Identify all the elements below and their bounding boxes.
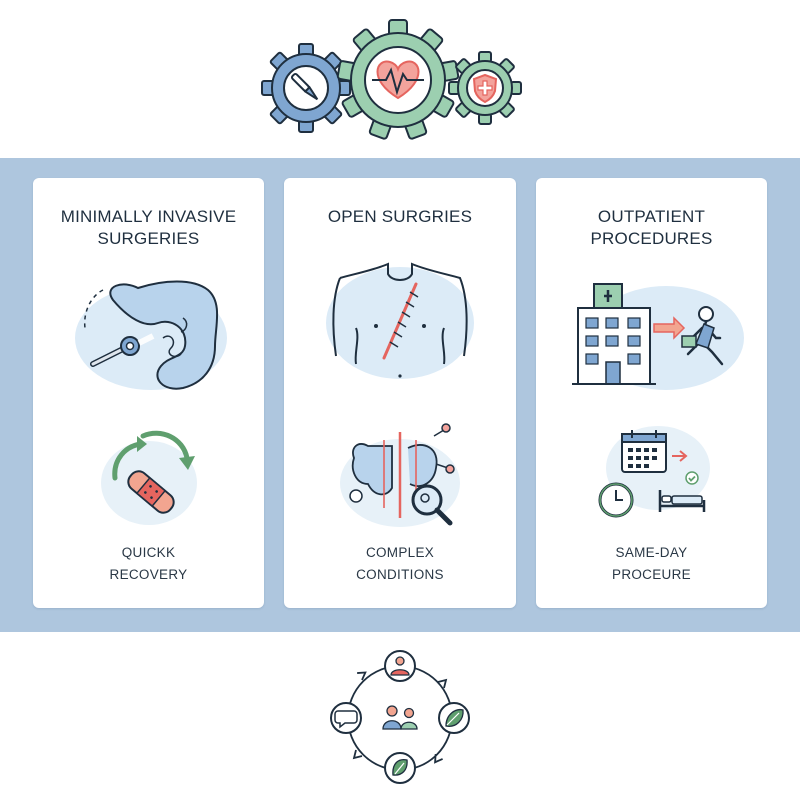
team-icon [382,705,418,730]
card-caption: COMPLEX CONDITIONS [356,545,444,582]
heart-rate-gear-icon [336,19,460,140]
medical-shield-gear-icon [448,51,522,125]
card-illustrations [75,280,227,525]
chat-bubble-icon [330,702,362,734]
recovery-bandage-icon [101,430,197,525]
card-caption: QUICKK RECOVERY [109,545,188,582]
doctor-icon [384,650,416,682]
calendar-clock-bed-icon [598,426,710,518]
endoscope-icon [75,280,227,390]
torso-incision-icon [326,262,474,379]
card-outpatient: OUTPATIENT PROCEDURES [536,178,767,608]
gears-illustration [261,19,522,140]
card-title: MINIMALLY INVASIVE SURGERIES [60,207,237,248]
card-open-surgeries: OPEN SURGRIES C [284,178,516,608]
card-illustrations [572,283,744,518]
leaf-icon [438,702,470,734]
card-title: OPEN SURGRIES [327,207,473,226]
card-title: OUTPATIENT PROCEDURES [590,207,713,248]
scalpel-gear-icon [261,43,351,133]
card-caption: SAME-DAY PROCEURE [612,545,691,582]
care-cycle-diagram [330,650,470,784]
care-icon [384,752,416,784]
card-illustrations [326,262,474,527]
card-minimally-invasive: MINIMALLY INVASIVE SURGERIES [33,178,264,608]
hospital-exit-icon [572,283,744,390]
anatomy-magnifier-icon [340,423,460,527]
